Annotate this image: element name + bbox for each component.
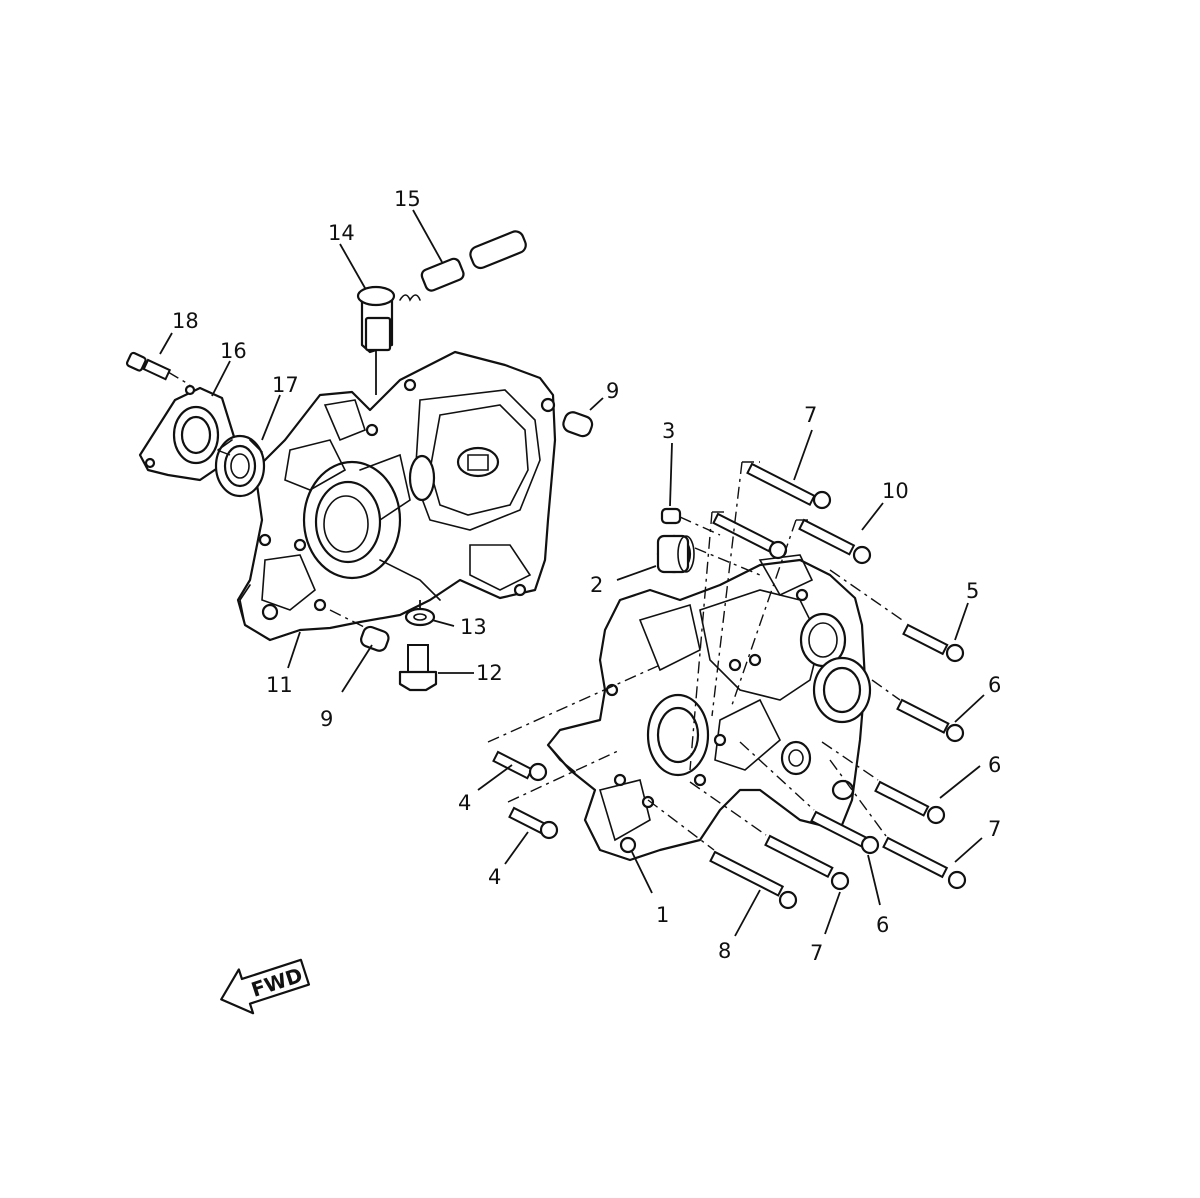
bolt-5 <box>902 623 965 663</box>
bolt-7-bottom <box>764 834 850 891</box>
bush-2 <box>656 534 695 574</box>
callout-1: 1 <box>656 903 669 927</box>
callout-9-lower: 9 <box>320 707 333 731</box>
callout-2: 2 <box>590 573 603 597</box>
callout-4-upper: 4 <box>458 791 471 815</box>
bearing-17 <box>214 434 266 498</box>
seal-housing-16 <box>138 384 237 482</box>
callout-6-lower: 6 <box>876 913 889 937</box>
callout-11: 11 <box>266 673 293 697</box>
dowel-9-upper <box>562 411 594 438</box>
cap-14 <box>356 285 396 354</box>
callout-9-upper: 9 <box>606 379 619 403</box>
callout-3: 3 <box>662 419 675 443</box>
callout-16: 16 <box>220 339 247 363</box>
dowel-3 <box>660 507 682 525</box>
callout-12: 12 <box>476 661 503 685</box>
bolt-8 <box>709 850 798 910</box>
callout-7-top: 7 <box>804 403 817 427</box>
callout-15: 15 <box>394 187 421 211</box>
right-crankcase <box>546 554 872 862</box>
callout-4-lower: 4 <box>488 865 501 889</box>
bolt-10 <box>798 518 872 565</box>
callout-13: 13 <box>460 615 487 639</box>
bolt-4-upper <box>492 750 548 782</box>
bolt-7-top <box>746 462 832 510</box>
callout-18: 18 <box>172 309 199 333</box>
bolt-6-upper <box>896 698 965 743</box>
arrow-left-icon: FWD <box>220 958 311 1015</box>
bolt-7-right <box>882 836 967 890</box>
alignment-lines <box>167 371 906 851</box>
left-crankcase <box>236 350 557 642</box>
bolt-7-mid <box>712 512 788 560</box>
dowel-9-lower <box>360 625 390 652</box>
pin-15 <box>399 230 527 302</box>
callout-6-upper: 6 <box>988 673 1001 697</box>
bolt-6-lower <box>810 810 880 855</box>
callout-8: 8 <box>718 939 731 963</box>
bolt-4-lower <box>508 806 559 840</box>
washer-13 <box>404 607 436 627</box>
bolt-18 <box>125 351 172 381</box>
bolt-6-middle <box>874 780 946 825</box>
leader-lines <box>159 209 985 937</box>
callout-5: 5 <box>966 579 979 603</box>
callout-6-middle: 6 <box>988 753 1001 777</box>
drain-plug-12 <box>398 644 438 692</box>
callout-14: 14 <box>328 221 355 245</box>
callout-10: 10 <box>882 479 909 503</box>
callout-7-bottom: 7 <box>810 941 823 965</box>
callout-7-right: 7 <box>988 817 1001 841</box>
callout-17: 17 <box>272 373 299 397</box>
